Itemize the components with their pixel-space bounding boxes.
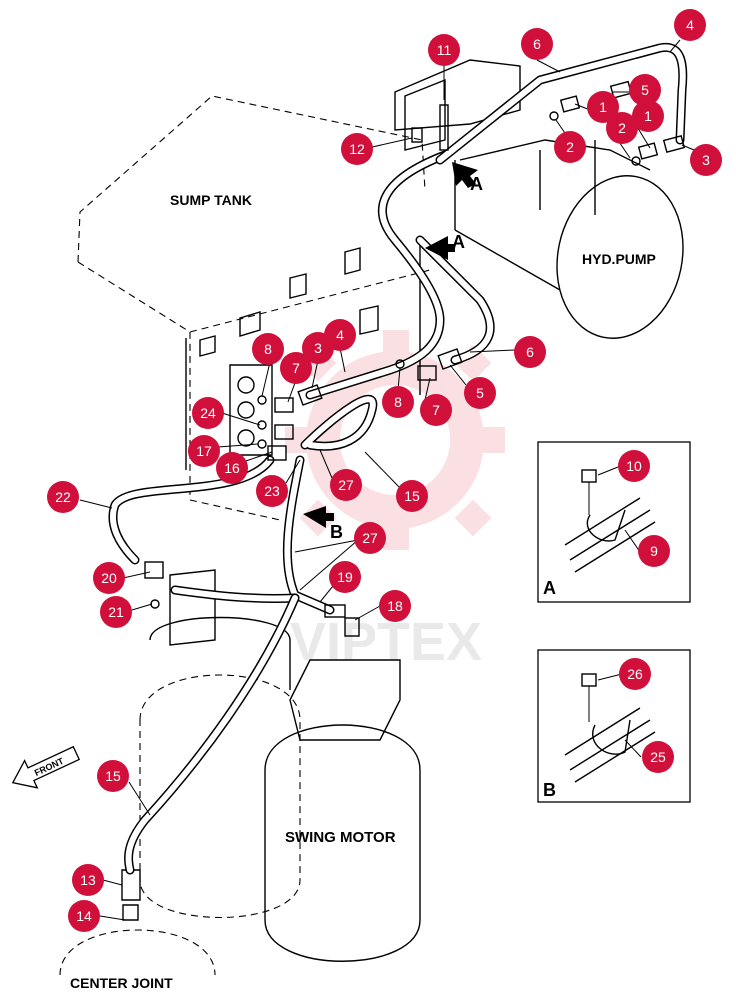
callout-8-right: 8 (382, 386, 414, 418)
sump-tank-label: SUMP TANK (170, 192, 252, 208)
callout-number: 1 (644, 108, 652, 124)
callout-number: 2 (566, 139, 574, 155)
callout-number: 19 (337, 569, 353, 585)
callout-number: 6 (526, 344, 534, 360)
callout-number: 4 (686, 17, 694, 33)
callout-number: 15 (105, 768, 121, 784)
callout-22: 22 (47, 481, 79, 513)
callout-7-left: 7 (280, 352, 312, 384)
callout-14: 14 (68, 900, 100, 932)
callout-number: 22 (55, 489, 71, 505)
callout-1-a: 1 (587, 91, 619, 123)
callout-2-b: 2 (606, 112, 638, 144)
callout-18: 18 (379, 590, 411, 622)
callout-number: 23 (264, 483, 280, 499)
callout-number: 4 (336, 327, 344, 343)
callout-number: 3 (314, 340, 322, 356)
callout-27-lower: 27 (354, 522, 386, 554)
callout-number: 27 (338, 477, 354, 493)
callout-number: 21 (108, 604, 124, 620)
watermark-text: VIPTEX (290, 612, 482, 672)
callout-number: 1 (599, 99, 607, 115)
callouts: 11 6 4 5 1 1 2 2 3 12 8 3 4 6 7 8 7 5 24… (47, 9, 722, 932)
callout-24: 24 (192, 397, 224, 429)
callout-number: 11 (437, 42, 452, 58)
callout-9: 9 (638, 535, 670, 567)
callout-11: 11 (428, 34, 460, 66)
tank-fittings (144, 348, 463, 637)
callout-4-top: 4 (674, 9, 706, 41)
callout-27-upper: 27 (330, 469, 362, 501)
detail-view-b: B (537, 649, 691, 803)
callout-number: 13 (80, 872, 96, 888)
callout-number: 20 (101, 570, 117, 586)
callout-number: 26 (627, 666, 643, 682)
callout-number: 7 (292, 360, 300, 376)
callout-number: 5 (641, 82, 649, 98)
callout-15-upper: 15 (396, 480, 428, 512)
callout-8-left: 8 (252, 333, 284, 365)
arrow-a-lower: A (452, 232, 465, 252)
callout-7-right: 7 (420, 394, 452, 426)
view-arrows: A A B (303, 162, 483, 542)
callout-number: 8 (264, 341, 272, 357)
callout-number: 8 (394, 394, 402, 410)
callout-20: 20 (93, 562, 125, 594)
callout-4-left: 4 (324, 319, 356, 351)
callout-1-b: 1 (632, 100, 664, 132)
callout-number: 3 (702, 152, 710, 168)
callout-17: 17 (188, 435, 220, 467)
callout-number: 14 (76, 908, 92, 924)
view-a-label: A (543, 578, 556, 598)
center-joint-label: CENTER JOINT (70, 975, 173, 991)
sump-tank-outline (77, 95, 431, 521)
callout-number: 10 (626, 458, 642, 474)
callout-16: 16 (216, 452, 248, 484)
tank-port-plate (199, 247, 379, 456)
callout-number: 7 (432, 402, 440, 418)
callout-number: 2 (618, 120, 626, 136)
callout-3-right: 3 (690, 144, 722, 176)
callout-6-top: 6 (521, 28, 553, 60)
callout-13: 13 (72, 864, 104, 896)
leader-lines (79, 39, 695, 921)
callout-number: 9 (650, 543, 658, 559)
view-b-label: B (543, 780, 556, 800)
callout-number: 24 (200, 405, 216, 421)
callout-number: 15 (404, 488, 420, 504)
callout-number: 27 (362, 530, 378, 546)
callout-number: 12 (349, 141, 365, 157)
detail-view-a: A (537, 441, 691, 603)
callout-26: 26 (619, 658, 651, 690)
callout-25: 25 (642, 741, 674, 773)
callout-2-a: 2 (554, 131, 586, 163)
callout-number: 17 (196, 443, 212, 459)
callout-10: 10 (618, 450, 650, 482)
swing-motor (139, 569, 421, 962)
callout-19: 19 (329, 561, 361, 593)
arrow-b: B (330, 522, 343, 542)
arrow-a-upper: A (470, 174, 483, 194)
callout-number: 18 (387, 598, 403, 614)
callout-15-lower: 15 (97, 760, 129, 792)
swing-motor-label: SWING MOTOR (285, 829, 396, 846)
callout-number: 6 (533, 36, 541, 52)
callout-5-mid: 5 (464, 377, 496, 409)
callout-6-mid: 6 (514, 336, 546, 368)
callout-23: 23 (256, 475, 288, 507)
callout-number: 5 (476, 385, 484, 401)
hyd-pump-label: HYD.PUMP (582, 251, 656, 267)
callout-21: 21 (100, 596, 132, 628)
callout-number: 25 (650, 749, 666, 765)
callout-number: 16 (224, 460, 240, 476)
callout-5-top: 5 (629, 74, 661, 106)
callout-12: 12 (341, 133, 373, 165)
front-arrow: FRONT (11, 745, 81, 789)
